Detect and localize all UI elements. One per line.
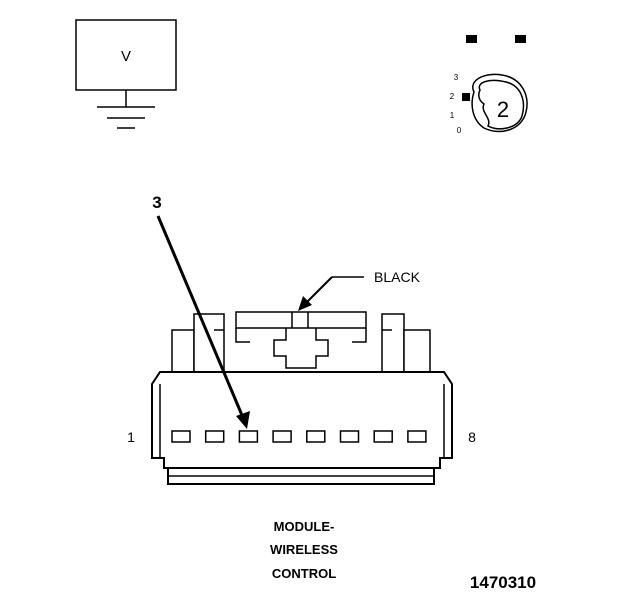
pin-cavity-1 bbox=[171, 430, 191, 443]
connector-post-right-2 bbox=[403, 329, 431, 373]
connector-latch-top bbox=[235, 311, 367, 329]
pin-cavity-3 bbox=[238, 430, 259, 443]
pin-cavity-5 bbox=[306, 430, 326, 443]
switch-terminal-left bbox=[466, 35, 477, 43]
pin-label-first: 1 bbox=[127, 429, 135, 445]
pin-label-last: 8 bbox=[468, 429, 476, 445]
switch-position-0: 0 bbox=[457, 126, 462, 135]
latch-tab bbox=[273, 328, 329, 369]
switch-setting: 2 bbox=[497, 97, 509, 122]
voltmeter-box bbox=[75, 19, 177, 91]
switch-pointer bbox=[462, 93, 470, 101]
switch-terminal-right bbox=[515, 35, 526, 43]
switch-position-3: 3 bbox=[454, 73, 459, 82]
switch-knob-outline bbox=[471, 73, 528, 133]
color-leader-diagonal bbox=[305, 276, 333, 304]
switch-position-1: 1 bbox=[450, 111, 455, 120]
voltmeter-symbol: V bbox=[75, 19, 177, 129]
callout-arrowhead bbox=[236, 411, 250, 429]
pin-cavity-8 bbox=[407, 430, 427, 443]
latch-step-left bbox=[235, 328, 250, 343]
connector-post-right-1 bbox=[381, 313, 405, 373]
selector-switch: 3 2 1 0 2 bbox=[450, 35, 528, 135]
pin-cavity-2 bbox=[204, 430, 225, 443]
voltmeter-label: V bbox=[121, 48, 131, 65]
switch-position-2: 2 bbox=[450, 92, 455, 101]
connector-post-left-1 bbox=[171, 329, 195, 373]
pin-cavity-6 bbox=[339, 430, 360, 443]
pin-cavity-4 bbox=[272, 430, 292, 443]
callout-color: BLACK bbox=[298, 269, 421, 311]
connector-color-label: BLACK bbox=[374, 269, 421, 285]
color-arrowhead bbox=[298, 296, 312, 311]
connector-name-line-3: CONTROL bbox=[272, 566, 336, 581]
connector-name-line-2: WIRELESS bbox=[270, 542, 338, 557]
callout-pin-3: 3 bbox=[152, 193, 250, 429]
connector-body: 1 8 bbox=[127, 311, 476, 485]
callout-number: 3 bbox=[152, 193, 161, 212]
callout-leader bbox=[156, 215, 246, 421]
switch-knob-face bbox=[478, 79, 525, 130]
latch-step-right bbox=[352, 328, 367, 343]
figure-id: 1470310 bbox=[470, 573, 536, 592]
connector-name-line-1: MODULE- bbox=[274, 519, 335, 534]
pin-cavities bbox=[171, 430, 427, 443]
connector-name: MODULE- WIRELESS CONTROL bbox=[270, 519, 338, 581]
pin-cavity-7 bbox=[373, 430, 393, 443]
connector-housing bbox=[151, 371, 453, 469]
